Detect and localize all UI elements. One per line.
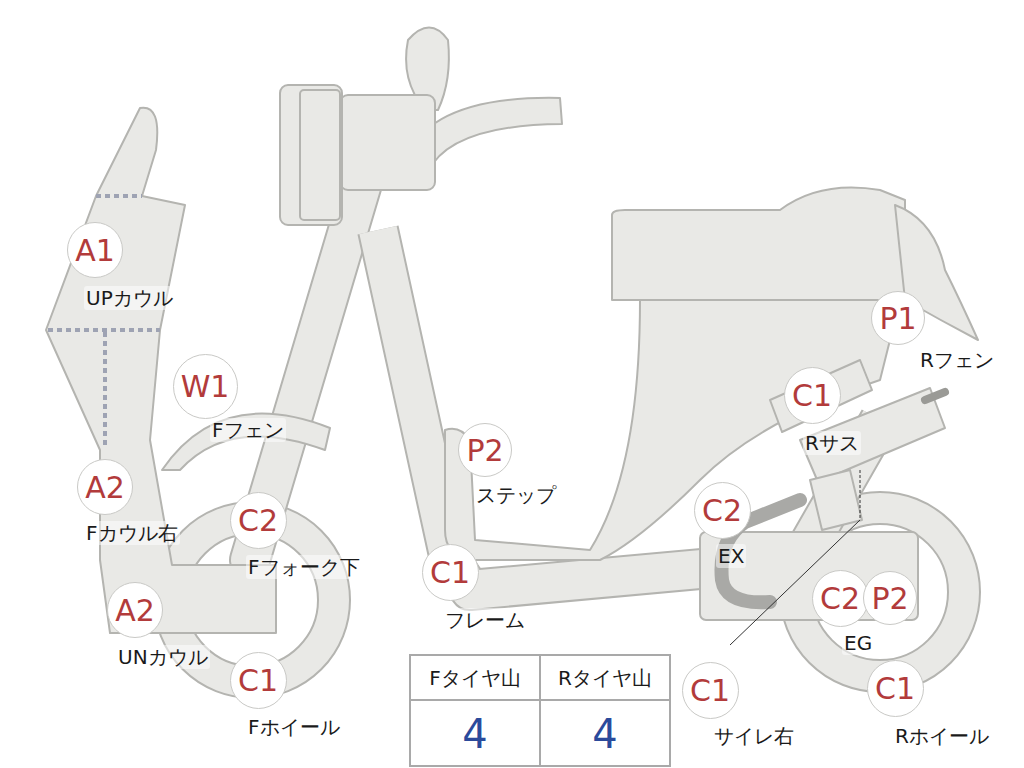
part-name: Fカウル右 [84, 521, 180, 545]
damage-marker: A1UPカウル [67, 222, 123, 278]
damage-code: C1 [784, 367, 841, 424]
part-name: Rホイール [893, 724, 991, 748]
tread-value: 4 [592, 711, 617, 757]
damage-code: A2 [107, 582, 163, 638]
part-name: EG [842, 631, 874, 655]
damage-code: C2 [812, 570, 869, 627]
leader-line [860, 470, 861, 518]
damage-marker: W1Fフェン [173, 354, 238, 419]
damage-marker: A2UNカウル [107, 582, 163, 638]
damage-marker: C2Fフォーク下 [230, 492, 287, 549]
tread-value: 4 [462, 711, 487, 757]
damage-marker: C1Rホイール [867, 660, 924, 717]
damage-marker: A2Fカウル右 [77, 459, 133, 515]
table-header: Fタイヤ山 [429, 665, 521, 692]
part-name: Rサス [803, 431, 861, 455]
part-name: Fフェン [210, 418, 286, 442]
damage-code: C2 [694, 482, 751, 539]
damage-marker: P2 [863, 571, 917, 625]
damage-code: A1 [67, 222, 123, 278]
damage-code: W1 [173, 354, 238, 419]
damage-code: A2 [77, 459, 133, 515]
part-name: EX [716, 544, 746, 568]
part-name: UPカウル [84, 286, 175, 310]
damage-marker: C1サイレ右 [682, 662, 739, 719]
part-name: Fホイール [246, 715, 342, 739]
tread-table [410, 655, 670, 766]
damage-marker: P1Rフェン [871, 291, 925, 345]
damage-code: P2 [458, 423, 512, 477]
damage-marker: C1フレーム [422, 544, 479, 601]
damage-marker: C1Fホイール [230, 652, 287, 709]
damage-code: P1 [871, 291, 925, 345]
damage-code: C2 [230, 492, 287, 549]
part-name: UNカウル [116, 645, 210, 669]
part-name: フレーム [443, 608, 527, 632]
part-name: サイレ右 [712, 724, 796, 748]
damage-marker: C2EG [812, 570, 869, 627]
damage-code: C1 [230, 652, 287, 709]
damage-code: C1 [422, 544, 479, 601]
damage-code: C1 [867, 660, 924, 717]
damage-marker: C1Rサス [784, 367, 841, 424]
damage-marker: C2EX [694, 482, 751, 539]
damage-code: C1 [682, 662, 739, 719]
table-header: Rタイヤ山 [558, 665, 652, 692]
part-name: Rフェン [918, 348, 996, 372]
part-name: ステップ [474, 483, 558, 507]
damage-marker: P2ステップ [458, 423, 512, 477]
damage-code: P2 [863, 571, 917, 625]
part-name: Fフォーク下 [246, 555, 362, 579]
